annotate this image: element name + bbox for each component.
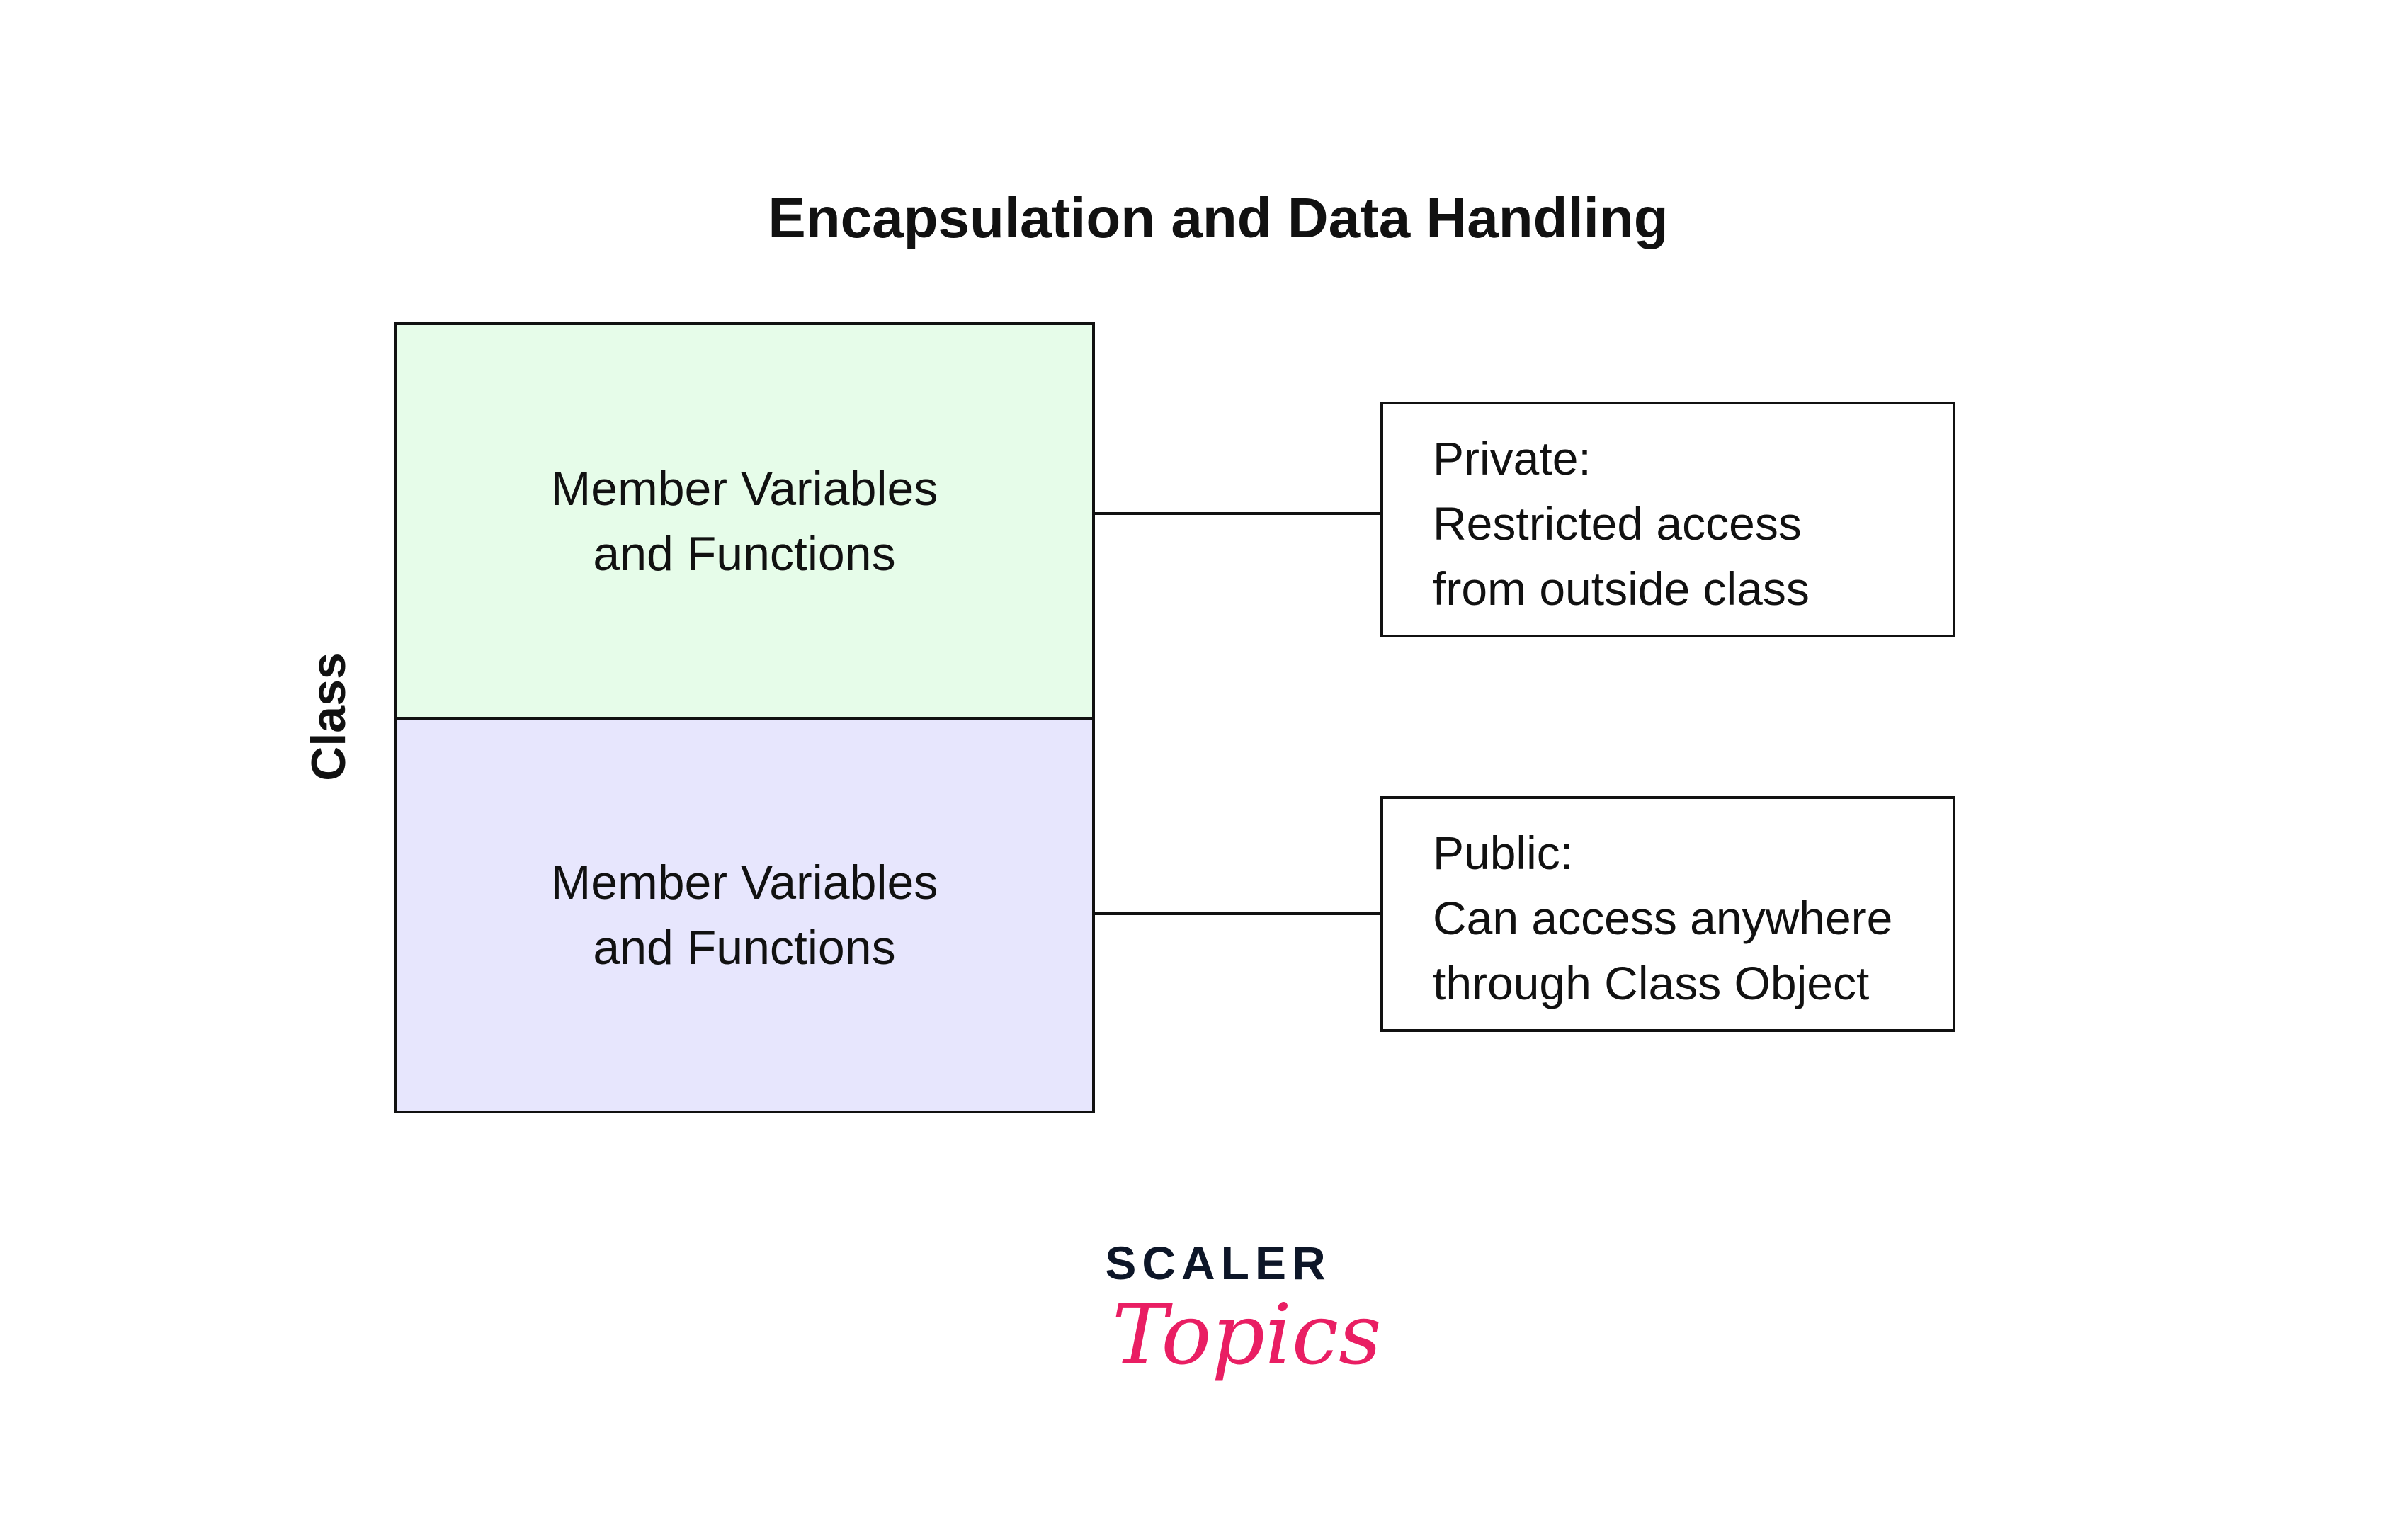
logo-topics-text: Topics xyxy=(1112,1286,1382,1383)
section-line: Member Variables xyxy=(550,856,938,909)
class-public-section: Member Variables and Functions xyxy=(394,717,1095,1113)
class-private-section: Member Variables and Functions xyxy=(394,322,1095,720)
note-line: from outside class xyxy=(1433,562,1810,615)
note-line: Restricted access xyxy=(1433,497,1802,550)
section-line: Member Variables xyxy=(550,461,938,516)
connector-private xyxy=(1095,512,1382,515)
logo-scaler-text: SCALER xyxy=(1105,1237,1331,1289)
note-line: Can access anywhere xyxy=(1433,892,1893,944)
section-line: and Functions xyxy=(593,526,896,581)
diagram-title: Encapsulation and Data Handling xyxy=(768,186,1669,249)
connector-public xyxy=(1095,912,1382,915)
class-label: Class xyxy=(302,652,356,781)
scaler-topics-logo: SCALER Topics xyxy=(1077,1236,1381,1434)
private-note-box: Private: Restricted access from outside … xyxy=(1380,402,1955,637)
note-line: through Class Object xyxy=(1433,957,1870,1009)
note-line: Public: xyxy=(1433,827,1574,879)
note-line: Private: xyxy=(1433,432,1591,484)
section-line: and Functions xyxy=(593,921,896,975)
public-note-box: Public: Can access anywhere through Clas… xyxy=(1380,796,1955,1032)
